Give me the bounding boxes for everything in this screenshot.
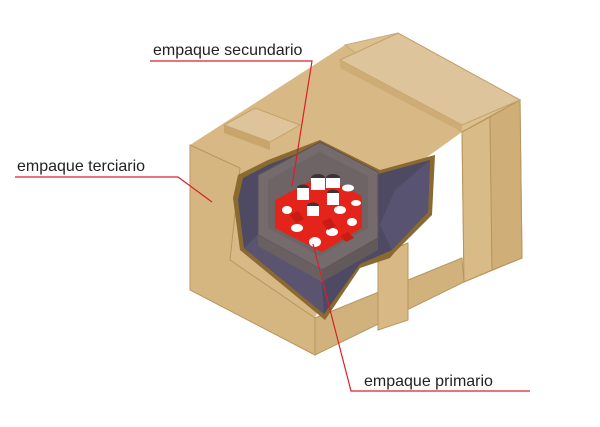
bottle-neck (326, 228, 338, 236)
bottle-neck (311, 178, 325, 190)
label-secondary-packaging: empaque secundario (153, 42, 303, 59)
leader-line-primary (312, 243, 530, 392)
bottle-neck (326, 178, 340, 188)
bottles-group (275, 174, 362, 252)
bottle-neck (309, 237, 321, 247)
bottle-neck (334, 206, 346, 214)
label-primary-packaging: empaque primario (364, 373, 493, 390)
bottle-neck (282, 206, 292, 214)
leader-lines (15, 60, 530, 392)
label-tertiary-packaging: empaque terciario (17, 158, 146, 175)
bottle-neck (291, 224, 303, 232)
bottle-neck (327, 193, 339, 205)
bottle-neck (347, 218, 357, 226)
bottle-neck (307, 206, 319, 216)
bottle-neck (342, 184, 354, 192)
bottle-neck (297, 188, 309, 200)
leader-line-tertiary (15, 176, 213, 203)
bottle-neck (351, 200, 361, 206)
leader-line-secondary (150, 60, 313, 187)
